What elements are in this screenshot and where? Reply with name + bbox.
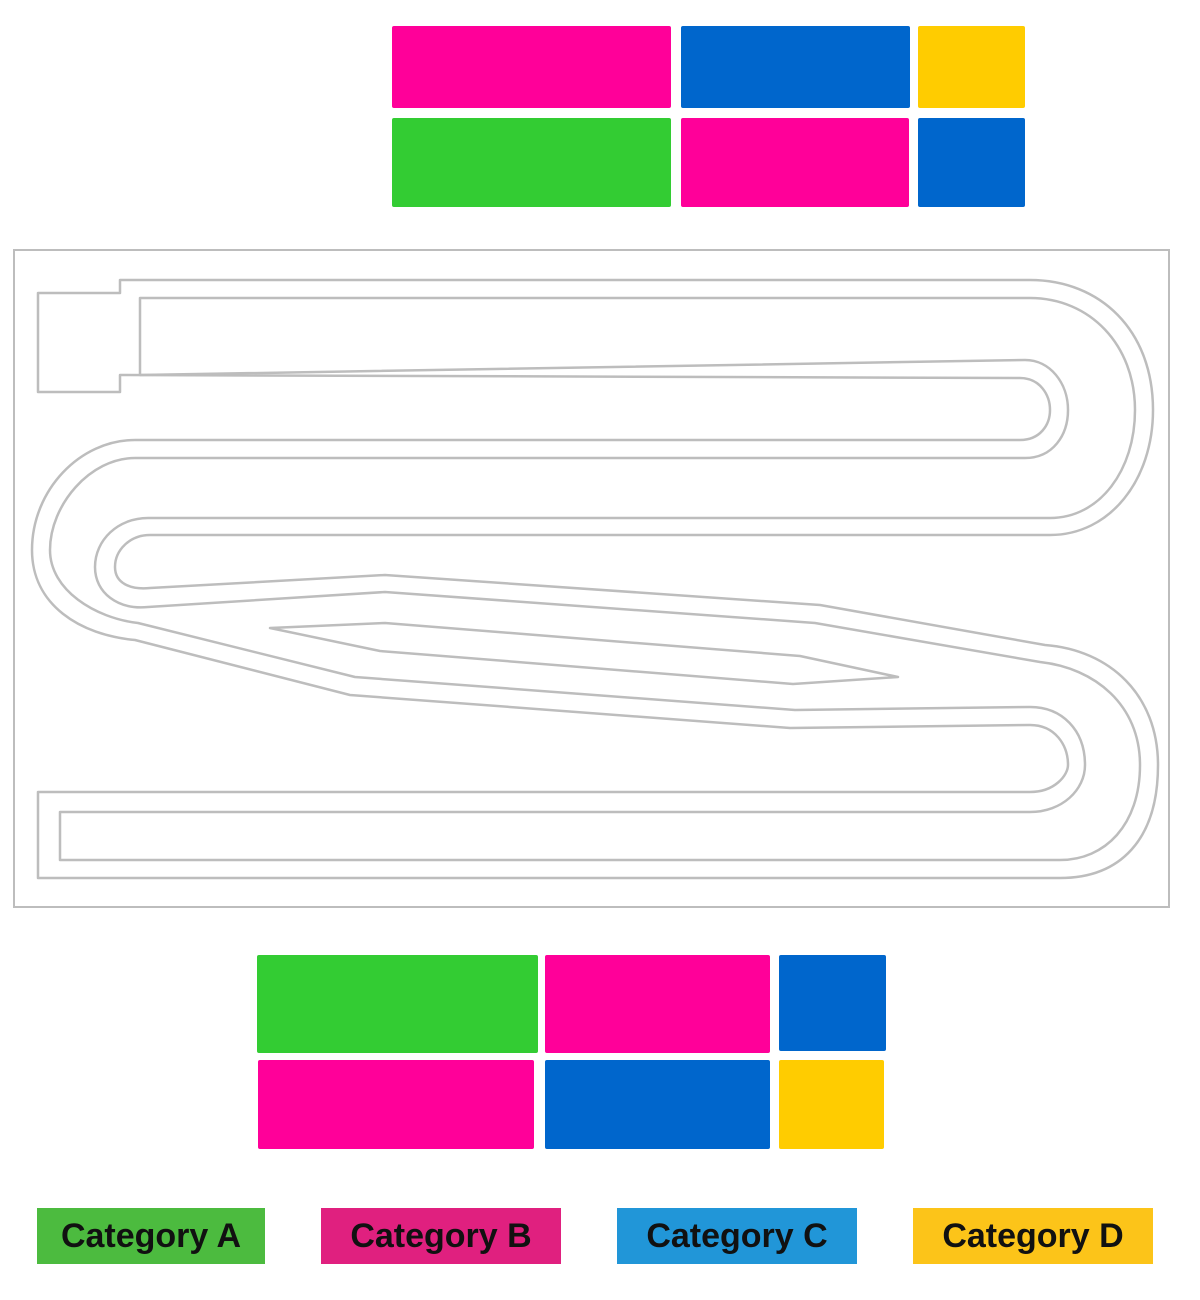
- track-boundary: [13, 249, 1170, 908]
- track-inner-edge: [48, 296, 1142, 862]
- top-row1-block3[interactable]: [918, 26, 1025, 108]
- legend-category-d-label: Category D: [942, 1216, 1124, 1255]
- track-outer-edge: [30, 278, 1160, 880]
- bottom-row2-block1[interactable]: [258, 1060, 534, 1149]
- legend-category-b[interactable]: Category B: [321, 1208, 561, 1264]
- legend-category-b-label: Category B: [350, 1216, 532, 1255]
- bottom-row1-block2[interactable]: [545, 955, 770, 1053]
- top-row2-block3[interactable]: [918, 118, 1025, 207]
- track-map: [13, 249, 1170, 908]
- top-row1-block1[interactable]: [392, 26, 671, 108]
- top-row2-block2[interactable]: [681, 118, 909, 207]
- bottom-row1-block3[interactable]: [779, 955, 886, 1051]
- legend-category-c[interactable]: Category C: [617, 1208, 857, 1264]
- legend-category-d[interactable]: Category D: [913, 1208, 1153, 1264]
- legend-category-a[interactable]: Category A: [37, 1208, 265, 1264]
- legend-category-c-label: Category C: [646, 1216, 828, 1255]
- bottom-row2-block2[interactable]: [545, 1060, 770, 1149]
- legend-category-a-label: Category A: [60, 1216, 242, 1255]
- track-infield-island: [268, 621, 900, 686]
- top-row2-block1[interactable]: [392, 118, 671, 207]
- top-row1-block2[interactable]: [681, 26, 910, 108]
- bottom-row2-block3[interactable]: [779, 1060, 884, 1149]
- bottom-row1-block1[interactable]: [257, 955, 538, 1053]
